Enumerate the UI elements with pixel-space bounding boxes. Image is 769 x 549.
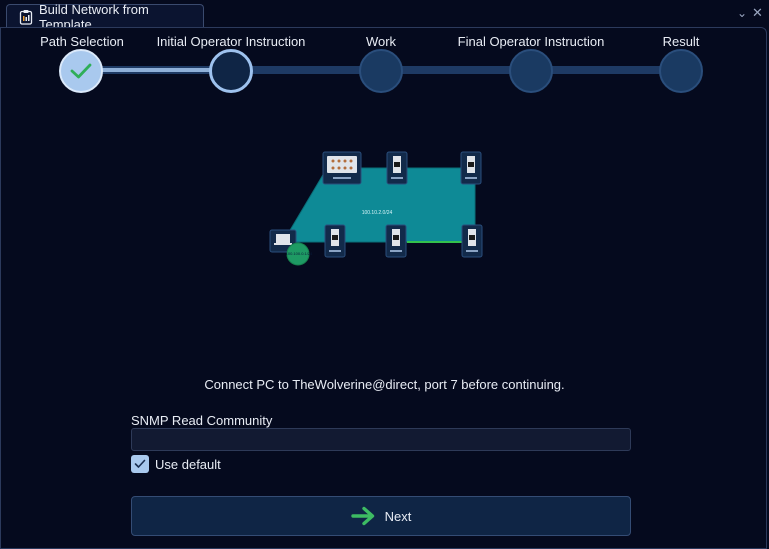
- chevron-down-icon[interactable]: ⌄: [737, 6, 748, 20]
- arrow-right-icon: [350, 506, 374, 526]
- pc-status-dot: [286, 242, 310, 266]
- checkmark-icon: [70, 63, 92, 79]
- network-diagram: 100.10.2.0/24 100.100.0.1: [269, 151, 483, 266]
- stepper-progress: [80, 68, 232, 72]
- step-label-path-selection: Path Selection: [40, 34, 124, 49]
- close-icon[interactable]: ✕: [752, 5, 763, 20]
- subnet-area: [282, 167, 476, 243]
- step-label-initial-operator-instruction: Initial Operator Instruction: [156, 34, 306, 49]
- window-tab[interactable]: Build Network from Template: [6, 2, 204, 32]
- snmp-read-community-label: SNMP Read Community: [131, 413, 273, 428]
- next-button-label: Next: [384, 508, 412, 524]
- instruction-text: Connect PC to TheWolverine@direct, port …: [204, 377, 565, 392]
- step-circle-final-operator-instruction: [509, 49, 553, 93]
- step-circle-work: [359, 49, 403, 93]
- step-label-work: Work: [365, 34, 397, 49]
- step-circle-initial-operator-instruction: [209, 49, 253, 93]
- title-bar: Build Network from Template ⌄ ✕: [0, 0, 769, 32]
- switch-icon: [385, 224, 407, 258]
- snmp-read-community-input[interactable]: [131, 428, 631, 451]
- switch-icon: [324, 224, 346, 258]
- subnet-label: 100.10.2.0/24: [362, 210, 393, 216]
- clipboard-icon: [19, 9, 33, 25]
- next-button[interactable]: Next: [131, 496, 631, 536]
- switch-icon: [461, 224, 483, 258]
- step-circle-result: [659, 49, 703, 93]
- step-label-final-operator-instruction: Final Operator Instruction: [457, 34, 605, 49]
- use-default-checkbox[interactable]: [131, 455, 149, 473]
- wizard-panel: [0, 27, 767, 549]
- pc-label: 100.100.0.1/24: [286, 251, 313, 256]
- use-default-label[interactable]: Use default: [155, 457, 221, 472]
- step-circle-path-selection: [59, 49, 103, 93]
- switch-large-icon: [322, 151, 362, 185]
- checkmark-icon: [134, 459, 146, 468]
- step-label-result: Result: [662, 34, 700, 49]
- switch-icon: [460, 151, 482, 185]
- switch-icon: [386, 151, 408, 185]
